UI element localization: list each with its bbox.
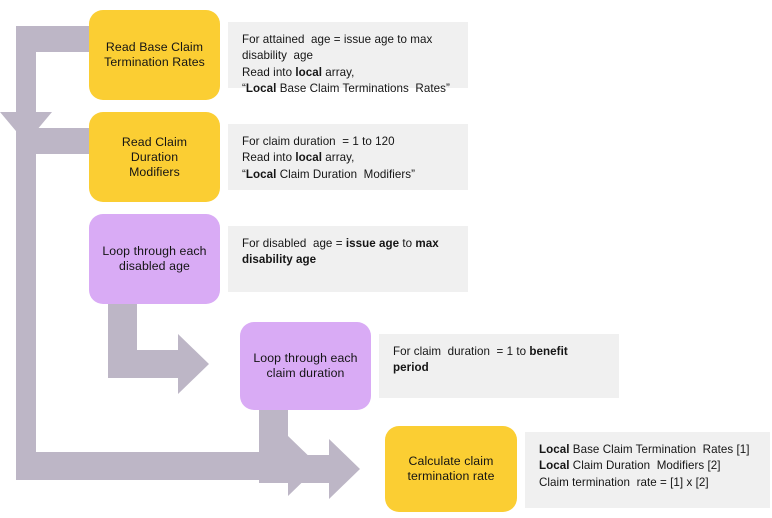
node-label: Read Claim Duration Modifiers	[121, 134, 188, 179]
node-loop-disabled-age[interactable]: Loop through each disabled age	[89, 214, 220, 304]
panel-loop-disabled-age: For disabled age = issue age to max disa…	[228, 226, 468, 292]
node-loop-claim-duration[interactable]: Loop through each claim duration	[240, 322, 371, 410]
panel-loop-claim-duration: For claim duration = 1 to benefit period	[379, 334, 619, 398]
node-label: Loop through each disabled age	[102, 244, 207, 273]
node-label: Calculate claim termination rate	[407, 454, 495, 483]
panel-calculate-claim-termination-rate: Local Base Claim Termination Rates [1] Lo…	[525, 432, 770, 508]
panel-line: Read into local array,	[242, 151, 355, 165]
panel-line: For claim duration = 1 to benefit period	[393, 345, 572, 375]
panel-line: “Local Claim Duration Modifiers”	[242, 167, 416, 181]
node-read-claim-duration-modifiers[interactable]: Read Claim Duration Modifiers	[89, 112, 220, 202]
panel-line: For disabled age = issue age to max disa…	[242, 237, 443, 267]
connector-rail-to-node-2	[16, 128, 89, 470]
panel-line: Local Claim Duration Modifiers [2]	[539, 459, 721, 473]
connector-node-3-to-node-4	[108, 304, 209, 394]
panel-line: For attained age = issue age to max disa…	[242, 33, 436, 63]
connector-left-rail-to-node-5	[16, 436, 319, 496]
panel-line: “Local Base Claim Terminations Rates”	[242, 82, 450, 96]
node-read-base-claim-termination-rates[interactable]: Read Base Claim Termination Rates	[89, 10, 220, 100]
node-calculate-claim-termination-rate[interactable]: Calculate claim termination rate	[385, 426, 517, 512]
node-label: Read Base Claim Termination Rates	[104, 40, 205, 69]
panel-read-base-claim-termination-rates: For attained age = issue age to max disa…	[228, 22, 468, 95]
node-label: Loop through each claim duration	[253, 351, 358, 380]
panel-line: Claim termination rate = [1] x [2]	[539, 475, 709, 489]
panel-line: Local Base Claim Termination Rates [1]	[539, 443, 750, 456]
panel-line: For claim duration = 1 to 120	[242, 135, 395, 148]
panel-line: Read into local array,	[242, 65, 355, 79]
connector-top-loop-to-node-1	[0, 26, 89, 143]
